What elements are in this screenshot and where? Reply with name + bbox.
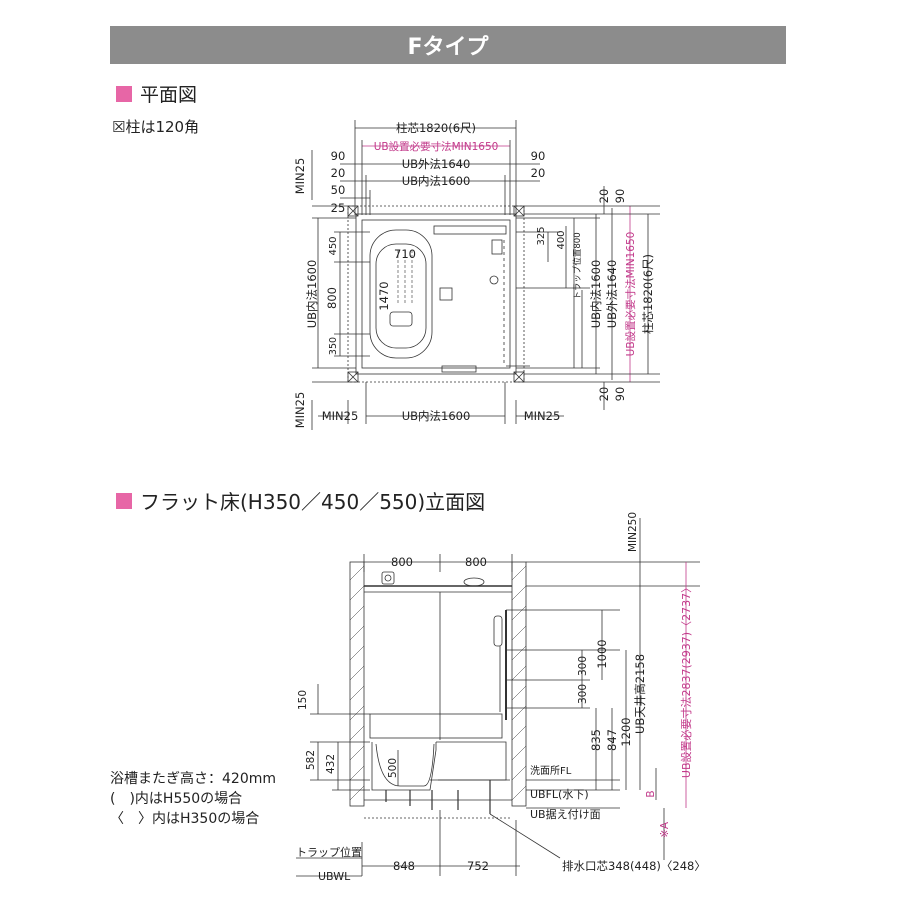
plan-ub-required-right: UB設置必要寸法MIN1650	[624, 232, 637, 357]
elev-trap-position: トラップ位置	[296, 845, 362, 859]
plan-ub-inner-left: UB内法1600	[305, 260, 319, 329]
elev-ceiling-height: UB天井高2158	[633, 654, 647, 734]
elev-drain-center: 排水口芯348(448)〈248〉	[562, 859, 706, 873]
elev-ubwl: UBWL	[318, 870, 351, 883]
elev-1200: 1200	[619, 717, 633, 746]
plan-450: 450	[328, 236, 339, 255]
elev-800-right: 800	[465, 555, 487, 569]
plan-800: 800	[325, 287, 339, 309]
elev-500: 500	[387, 758, 399, 778]
plan-trap-position: トラップ位置800	[572, 232, 583, 299]
pink-square-icon	[116, 492, 132, 509]
plan-title-text: 平面図	[140, 84, 198, 106]
elev-ubfl: UBFL(水下)	[530, 788, 589, 801]
elev-432: 432	[325, 754, 337, 774]
elev-b-mark: B	[645, 790, 657, 797]
bathtub-height-note: 浴槽またぎ高さ：420mm	[110, 771, 276, 787]
plan-section-title: 平面図	[116, 80, 197, 107]
elev-min250: MIN250	[627, 512, 639, 552]
elev-150: 150	[297, 690, 309, 710]
plan-ub-outer-top: UB外法1640	[402, 157, 471, 171]
plan-min25-bottom-left: MIN25	[322, 409, 359, 423]
elev-847: 847	[605, 729, 619, 751]
elevation-title-text: フラット床(H350／450／550)立面図	[140, 490, 486, 514]
elev-install-required: UB設置必要寸法2837(2937)〈2737〉	[679, 582, 693, 778]
plan-1470: 1470	[377, 281, 391, 310]
plan-pillar-center-right: 柱芯1820(6尺)	[641, 254, 655, 334]
plan-min25-bottom-vertical: MIN25	[293, 392, 307, 429]
plan-min25-bottom-right: MIN25	[524, 409, 561, 423]
plan-710: 710	[394, 247, 416, 261]
plan-ub-inner-right: UB内法1600	[589, 260, 603, 329]
elev-835: 835	[589, 729, 603, 751]
h350-note: 〈 〉内はH350の場合	[110, 811, 260, 827]
elev-ub-install-face: UB据え付け面	[530, 807, 601, 821]
type-banner: Fタイプ	[110, 26, 786, 64]
plan-90-top-right: 90	[613, 189, 627, 204]
elev-a-mark: ※A	[659, 821, 671, 838]
plan-pillar-center-top: 柱芯1820(6尺)	[396, 121, 476, 135]
plan-350: 350	[328, 337, 339, 355]
plan-min25-top-vertical: MIN25	[293, 158, 307, 195]
plan-ub-inner-bottom: UB内法1600	[402, 409, 471, 423]
plan-90-bottom-right: 90	[613, 387, 627, 402]
elev-848: 848	[393, 859, 415, 873]
plan-400: 400	[556, 230, 567, 249]
plan-ub-required-top: UB設置必要寸法MIN1650	[374, 140, 499, 153]
pillar-note: ☒柱は120角	[112, 118, 200, 136]
plan-ub-outer-right: UB外法1640	[605, 260, 619, 329]
elev-800-left: 800	[391, 555, 413, 569]
plan-ub-inner-top: UB内法1600	[402, 174, 471, 188]
h550-note: ( )内はH550の場合	[110, 791, 243, 807]
plan-90-right: 90	[531, 149, 546, 163]
pink-square-icon	[116, 85, 132, 102]
plan-90-left: 90	[331, 149, 346, 163]
plan-325: 325	[536, 226, 547, 245]
elev-582: 582	[305, 750, 317, 770]
elev-752: 752	[467, 859, 489, 873]
elevation-section-title: フラット床(H350／450／550)立面図	[116, 486, 485, 515]
plan-50-left: 50	[331, 183, 346, 197]
plan-20-top-right: 20	[597, 189, 611, 204]
plan-20-bottom-right: 20	[597, 387, 611, 402]
elev-1000: 1000	[595, 639, 609, 668]
elev-300-upper: 300	[577, 656, 589, 676]
banner-title: Fタイプ	[407, 35, 489, 60]
plan-25-left: 25	[331, 201, 346, 215]
elev-wash-fl: 洗面所FL	[530, 765, 572, 777]
plan-20-right: 20	[531, 166, 546, 180]
plan-20-left: 20	[331, 166, 346, 180]
elev-300-lower: 300	[577, 684, 589, 704]
